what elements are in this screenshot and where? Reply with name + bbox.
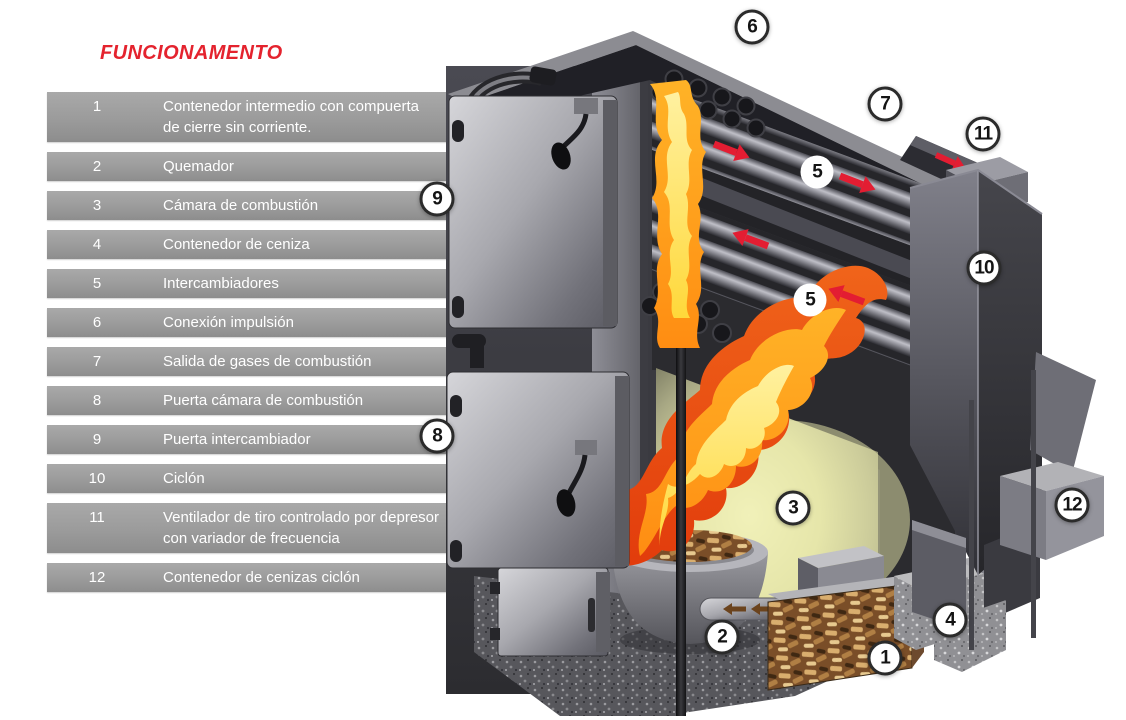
legend-row-1: 1 Contenedor intermedio con compuerta de … [47,92,455,142]
legend-label: Quemador [163,158,234,175]
front-frame-pole [676,348,686,716]
callout-8: 8 [419,418,455,454]
legend-row-12: 12 Contenedor de cenizas ciclón [47,563,455,592]
legend-row-4: 4 Contenedor de ceniza [47,230,455,259]
legend-label: Contenedor intermedio con compuerta de c… [163,98,419,136]
legend-row-8: 8 Puerta cámara de combustión [47,386,455,415]
legend-num: 10 [88,470,106,487]
legend-row-3: 3 Cámara de combustión [47,191,455,220]
door-latch [574,98,598,114]
legend-label: Puerta intercambiador [163,431,311,448]
boiler-roof [448,31,960,206]
legend-num: 3 [92,197,102,214]
heat-exchanger-tubes [640,69,955,382]
legend-num: 8 [92,392,102,409]
legend-num: 9 [92,431,102,448]
legend-num: 4 [92,236,102,253]
door-handle [556,489,576,517]
cyclone-ash-box [1000,462,1104,491]
legend-label: Salida de gases de combustión [163,353,372,370]
legend-num: 6 [92,314,102,331]
legend-label: Ventilador de tiro controlado por depres… [163,509,440,547]
callout-5-upper: 5 [800,155,834,189]
legend-row-9: 9 Puerta intercambiador [47,425,455,454]
legend-label: Conexión impulsión [163,314,294,331]
legend-label: Contenedor de ceniza [163,236,310,253]
legend-row-5: 5 Intercambiadores [47,269,455,298]
door-latch [575,440,597,455]
cyclone-leg [1031,370,1036,638]
door-handle [551,142,571,170]
callout-3: 3 [775,490,811,526]
callout-12: 12 [1054,487,1090,523]
access-panel-box [490,567,610,657]
legend-list: 1 Contenedor intermedio con compuerta de … [47,92,455,602]
legend-num: 11 [89,509,105,526]
cyclone-chute [1030,352,1096,474]
legend-num: 12 [88,569,106,586]
page-title: FUNCIONAMENTO [100,42,283,64]
cyclone-leg [969,400,974,650]
callout-4: 4 [932,602,968,638]
legend-num: 1 [92,98,102,115]
callout-9: 9 [419,181,455,217]
legend-num: 5 [92,275,102,292]
callout-6: 6 [734,9,770,45]
callout-11: 11 [965,116,1001,152]
cyclone [900,136,1104,672]
callout-7: 7 [867,86,903,122]
legend-row-11: 11 Ventilador de tiro controlado por depr… [47,503,455,553]
legend-row-6: 6 Conexión impulsión [47,308,455,337]
legend-row-7: 7 Salida de gases de combustión [47,347,455,376]
callout-2: 2 [704,619,740,655]
legend-num: 2 [92,158,102,175]
callout-10: 10 [966,250,1002,286]
legend-label: Cámara de combustión [163,197,319,214]
callout-5-lower: 5 [793,283,827,317]
combustion-door [446,334,630,569]
legend-label: Puerta cámara de combustión [163,392,364,409]
legend-label: Intercambiadores [163,275,279,292]
callout-1: 1 [867,640,903,676]
legend-label: Ciclón [163,470,205,487]
legend-row-2: 2 Quemador [47,152,455,181]
exchanger-door [448,66,618,329]
legend-label: Contenedor de cenizas ciclón [163,569,360,586]
legend-num: 7 [92,353,102,370]
legend-row-10: 10 Ciclón [47,464,455,493]
